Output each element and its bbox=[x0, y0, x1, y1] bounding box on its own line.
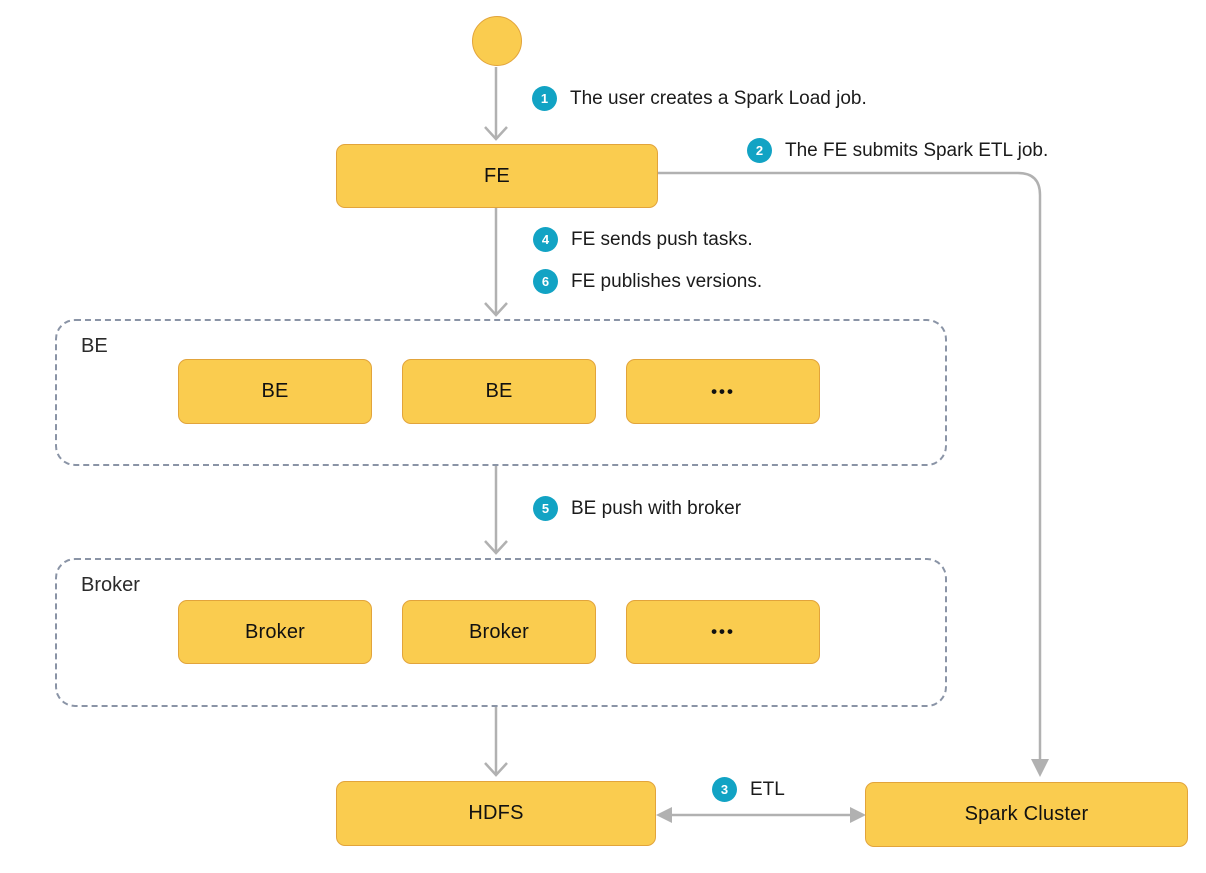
broker-container: Broker Broker Broker ••• bbox=[55, 558, 947, 707]
broker-box-1-label: Broker bbox=[244, 620, 306, 643]
arrow-hdfs-spark-bidirectional bbox=[656, 807, 866, 823]
hdfs-node: HDFS bbox=[336, 781, 656, 846]
be-box-2-label: BE bbox=[485, 380, 513, 402]
step-6-text: FE publishes versions. bbox=[571, 270, 763, 292]
step-2-badge: 2 bbox=[747, 138, 772, 163]
be-box-1-label: BE bbox=[261, 380, 289, 402]
step-4: 4 FE sends push tasks. bbox=[533, 227, 753, 252]
fe-node-label: FE bbox=[484, 164, 510, 187]
arrow-fe-to-be bbox=[484, 207, 508, 317]
step-5: 5 BE push with broker bbox=[533, 496, 741, 521]
step-4-badge: 4 bbox=[533, 227, 558, 252]
be-box-1: BE bbox=[178, 359, 372, 424]
be-container: BE BE BE ••• bbox=[55, 319, 947, 466]
arrow-start-to-fe bbox=[484, 67, 508, 141]
hdfs-node-label: HDFS bbox=[468, 802, 524, 824]
step-5-text: BE push with broker bbox=[571, 497, 742, 519]
broker-box-ellipsis-label: ••• bbox=[711, 622, 735, 641]
step-2: 2 The FE submits Spark ETL job. bbox=[747, 138, 1048, 163]
start-node bbox=[472, 16, 522, 66]
be-box-2: BE bbox=[402, 359, 596, 424]
step-2-text: The FE submits Spark ETL job. bbox=[785, 139, 1049, 161]
arrow-fe-to-spark-cluster bbox=[656, 171, 1049, 777]
step-3-badge: 3 bbox=[712, 777, 737, 802]
step-1-badge: 1 bbox=[532, 86, 557, 111]
broker-container-label: Broker bbox=[81, 574, 140, 596]
broker-box-ellipsis: ••• bbox=[626, 600, 820, 664]
be-box-ellipsis: ••• bbox=[626, 359, 820, 424]
step-3-text: ETL bbox=[750, 778, 785, 800]
step-3: 3 ETL bbox=[712, 777, 785, 802]
be-box-ellipsis-label: ••• bbox=[711, 381, 735, 401]
broker-box-2: Broker bbox=[402, 600, 596, 664]
step-1: 1 The user creates a Spark Load job. bbox=[532, 86, 867, 111]
arrow-be-to-broker bbox=[484, 463, 508, 555]
step-6: 6 FE publishes versions. bbox=[533, 269, 762, 294]
fe-node: FE bbox=[336, 144, 658, 208]
spark-cluster-node-label: Spark Cluster bbox=[964, 803, 1089, 825]
step-4-text: FE sends push tasks. bbox=[571, 228, 753, 250]
step-6-badge: 6 bbox=[533, 269, 558, 294]
step-1-text: The user creates a Spark Load job. bbox=[570, 87, 867, 109]
spark-cluster-node: Spark Cluster bbox=[865, 782, 1188, 847]
arrow-broker-to-hdfs bbox=[484, 703, 508, 777]
broker-box-1: Broker bbox=[178, 600, 372, 664]
broker-box-2-label: Broker bbox=[468, 620, 530, 643]
step-5-badge: 5 bbox=[533, 496, 558, 521]
be-container-label: BE bbox=[81, 335, 108, 357]
